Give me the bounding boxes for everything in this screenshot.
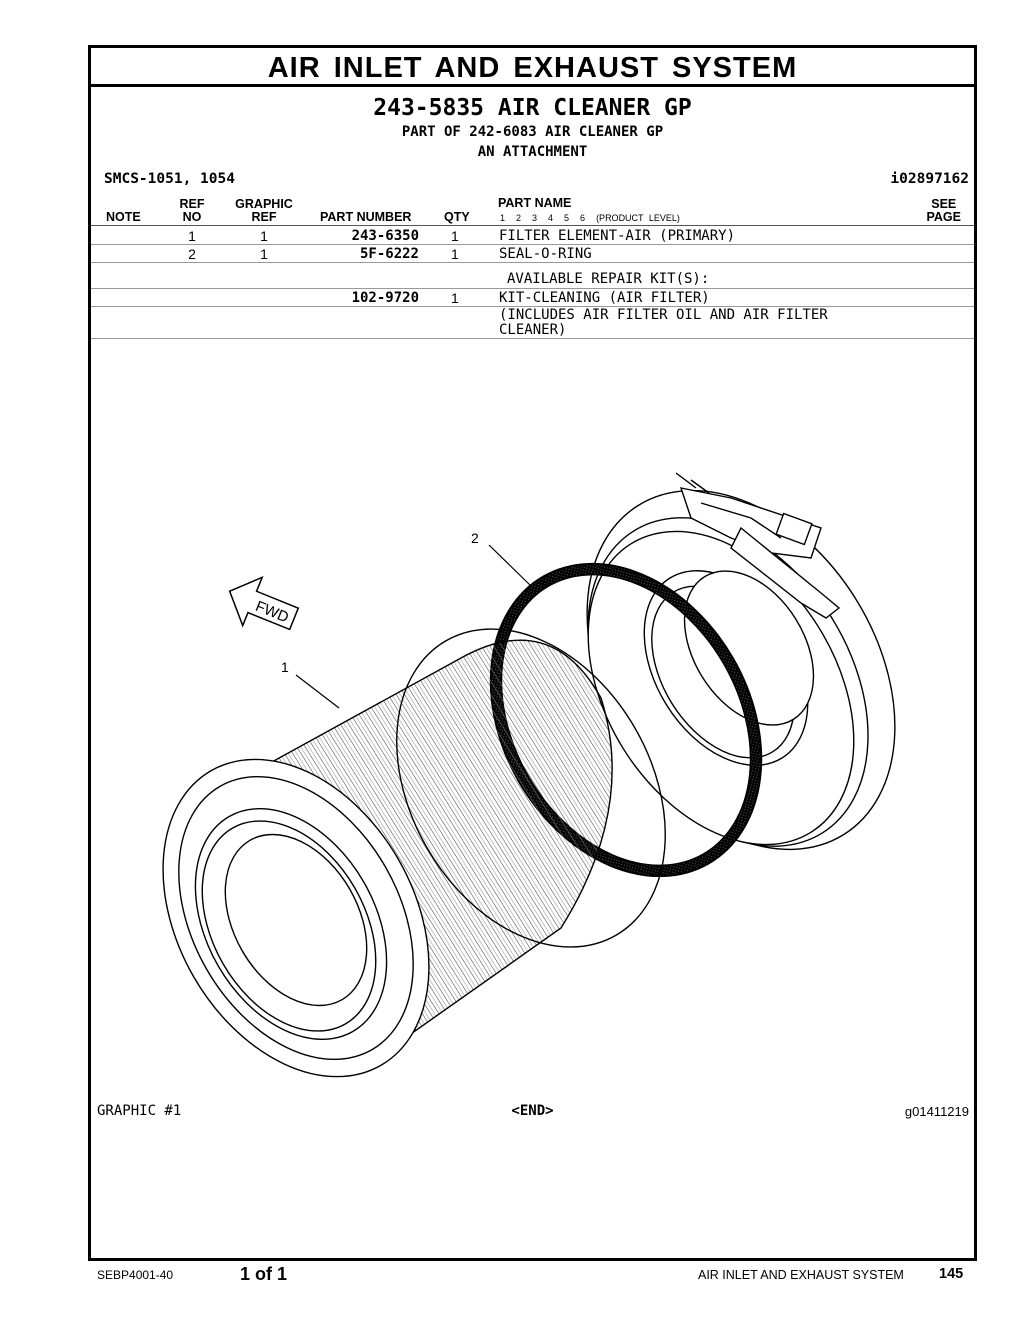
col-levels: 1 2 3 4 5 6 (PRODUCT LEVEL) — [500, 213, 680, 223]
kit-part-name: KIT-CLEANING (AIR FILTER) — [499, 290, 710, 306]
kit-part-number: 102-9720 — [351, 290, 419, 306]
col-note: NOTE — [106, 210, 141, 224]
row2-part-name: SEAL-O-RING — [499, 246, 592, 262]
col-part-number: PART NUMBER — [320, 210, 412, 224]
row1-qty: 1 — [451, 228, 459, 244]
air-cleaner-illustration: FWD 2 1 — [162, 472, 896, 1078]
col-ref-line2: NO — [182, 210, 202, 224]
row-rule — [91, 306, 974, 307]
row-rule — [91, 338, 974, 339]
callout-1: 1 — [281, 659, 289, 675]
col-ref-line1: REF — [179, 197, 205, 211]
callout-2: 2 — [471, 530, 479, 546]
leader-line-2 — [488, 544, 532, 587]
row1-ref: 1 — [188, 228, 196, 244]
filter-element-drawing — [162, 628, 666, 1078]
footer-page-number: 145 — [939, 1266, 964, 1282]
col-graphic-line2: REF — [251, 210, 277, 224]
col-graphic-ref: GRAPHIC REF — [231, 198, 297, 224]
row2-part-number: 5F-6222 — [359, 246, 419, 262]
col-graphic-line1: GRAPHIC — [235, 197, 293, 211]
level-numbers: 1 2 3 4 5 6 — [500, 213, 586, 223]
row2-ref: 2 — [188, 246, 196, 262]
graphic-label: GRAPHIC #1 — [97, 1103, 182, 1119]
kit-note-line2: CLEANER) — [499, 322, 567, 338]
footer-doc-number: SEBP4001-40 — [97, 1268, 174, 1282]
group-title: 243-5835 AIR CLEANER GP — [373, 95, 692, 121]
footer-page-count: 1 of 1 — [240, 1264, 288, 1284]
kit-qty: 1 — [451, 290, 459, 306]
row1-part-number: 243-6350 — [351, 228, 419, 244]
row-rule — [91, 262, 974, 263]
col-qty: QTY — [444, 210, 470, 224]
smcs-codes: SMCS-1051, 1054 — [104, 171, 235, 187]
document-id: i02897162 — [890, 171, 969, 187]
row-rule — [91, 244, 974, 245]
product-level-label: (PRODUCT LEVEL) — [596, 213, 680, 223]
kit-note-line1: (INCLUDES AIR FILTER OIL AND AIR FILTER — [499, 307, 828, 323]
leader-line-1 — [295, 674, 340, 709]
repair-kits-label: AVAILABLE REPAIR KIT(S): — [507, 271, 710, 287]
row1-part-name: FILTER ELEMENT-AIR (PRIMARY) — [499, 228, 736, 244]
section-title: AIR INLET AND EXHAUST SYSTEM — [91, 48, 974, 87]
housing-drawing — [586, 472, 896, 851]
part-of-text: PART OF 242-6083 AIR CLEANER GP — [401, 124, 664, 140]
page-frame: AIR INLET AND EXHAUST SYSTEM 243-5835 AI… — [88, 45, 977, 1261]
end-marker: <END> — [511, 1103, 554, 1119]
col-part-name: PART NAME — [498, 196, 572, 210]
col-see-line1: SEE — [931, 197, 957, 211]
row1-graphic: 1 — [260, 228, 268, 244]
graphic-id: g01411219 — [904, 1104, 969, 1119]
col-ref: REF NO — [179, 198, 205, 224]
row2-qty: 1 — [451, 246, 459, 262]
col-see-page: SEE PAGE — [927, 198, 962, 224]
footer-section: AIR INLET AND EXHAUST SYSTEM — [698, 1268, 904, 1282]
row-rule — [91, 288, 974, 289]
attachment-text: AN ATTACHMENT — [477, 144, 588, 160]
row2-graphic: 1 — [260, 246, 268, 262]
header-rule — [91, 225, 974, 226]
fwd-arrow-icon: FWD — [228, 575, 300, 631]
col-see-line2: PAGE — [926, 210, 962, 224]
kit-note: (INCLUDES AIR FILTER OIL AND AIR FILTER … — [499, 308, 828, 338]
